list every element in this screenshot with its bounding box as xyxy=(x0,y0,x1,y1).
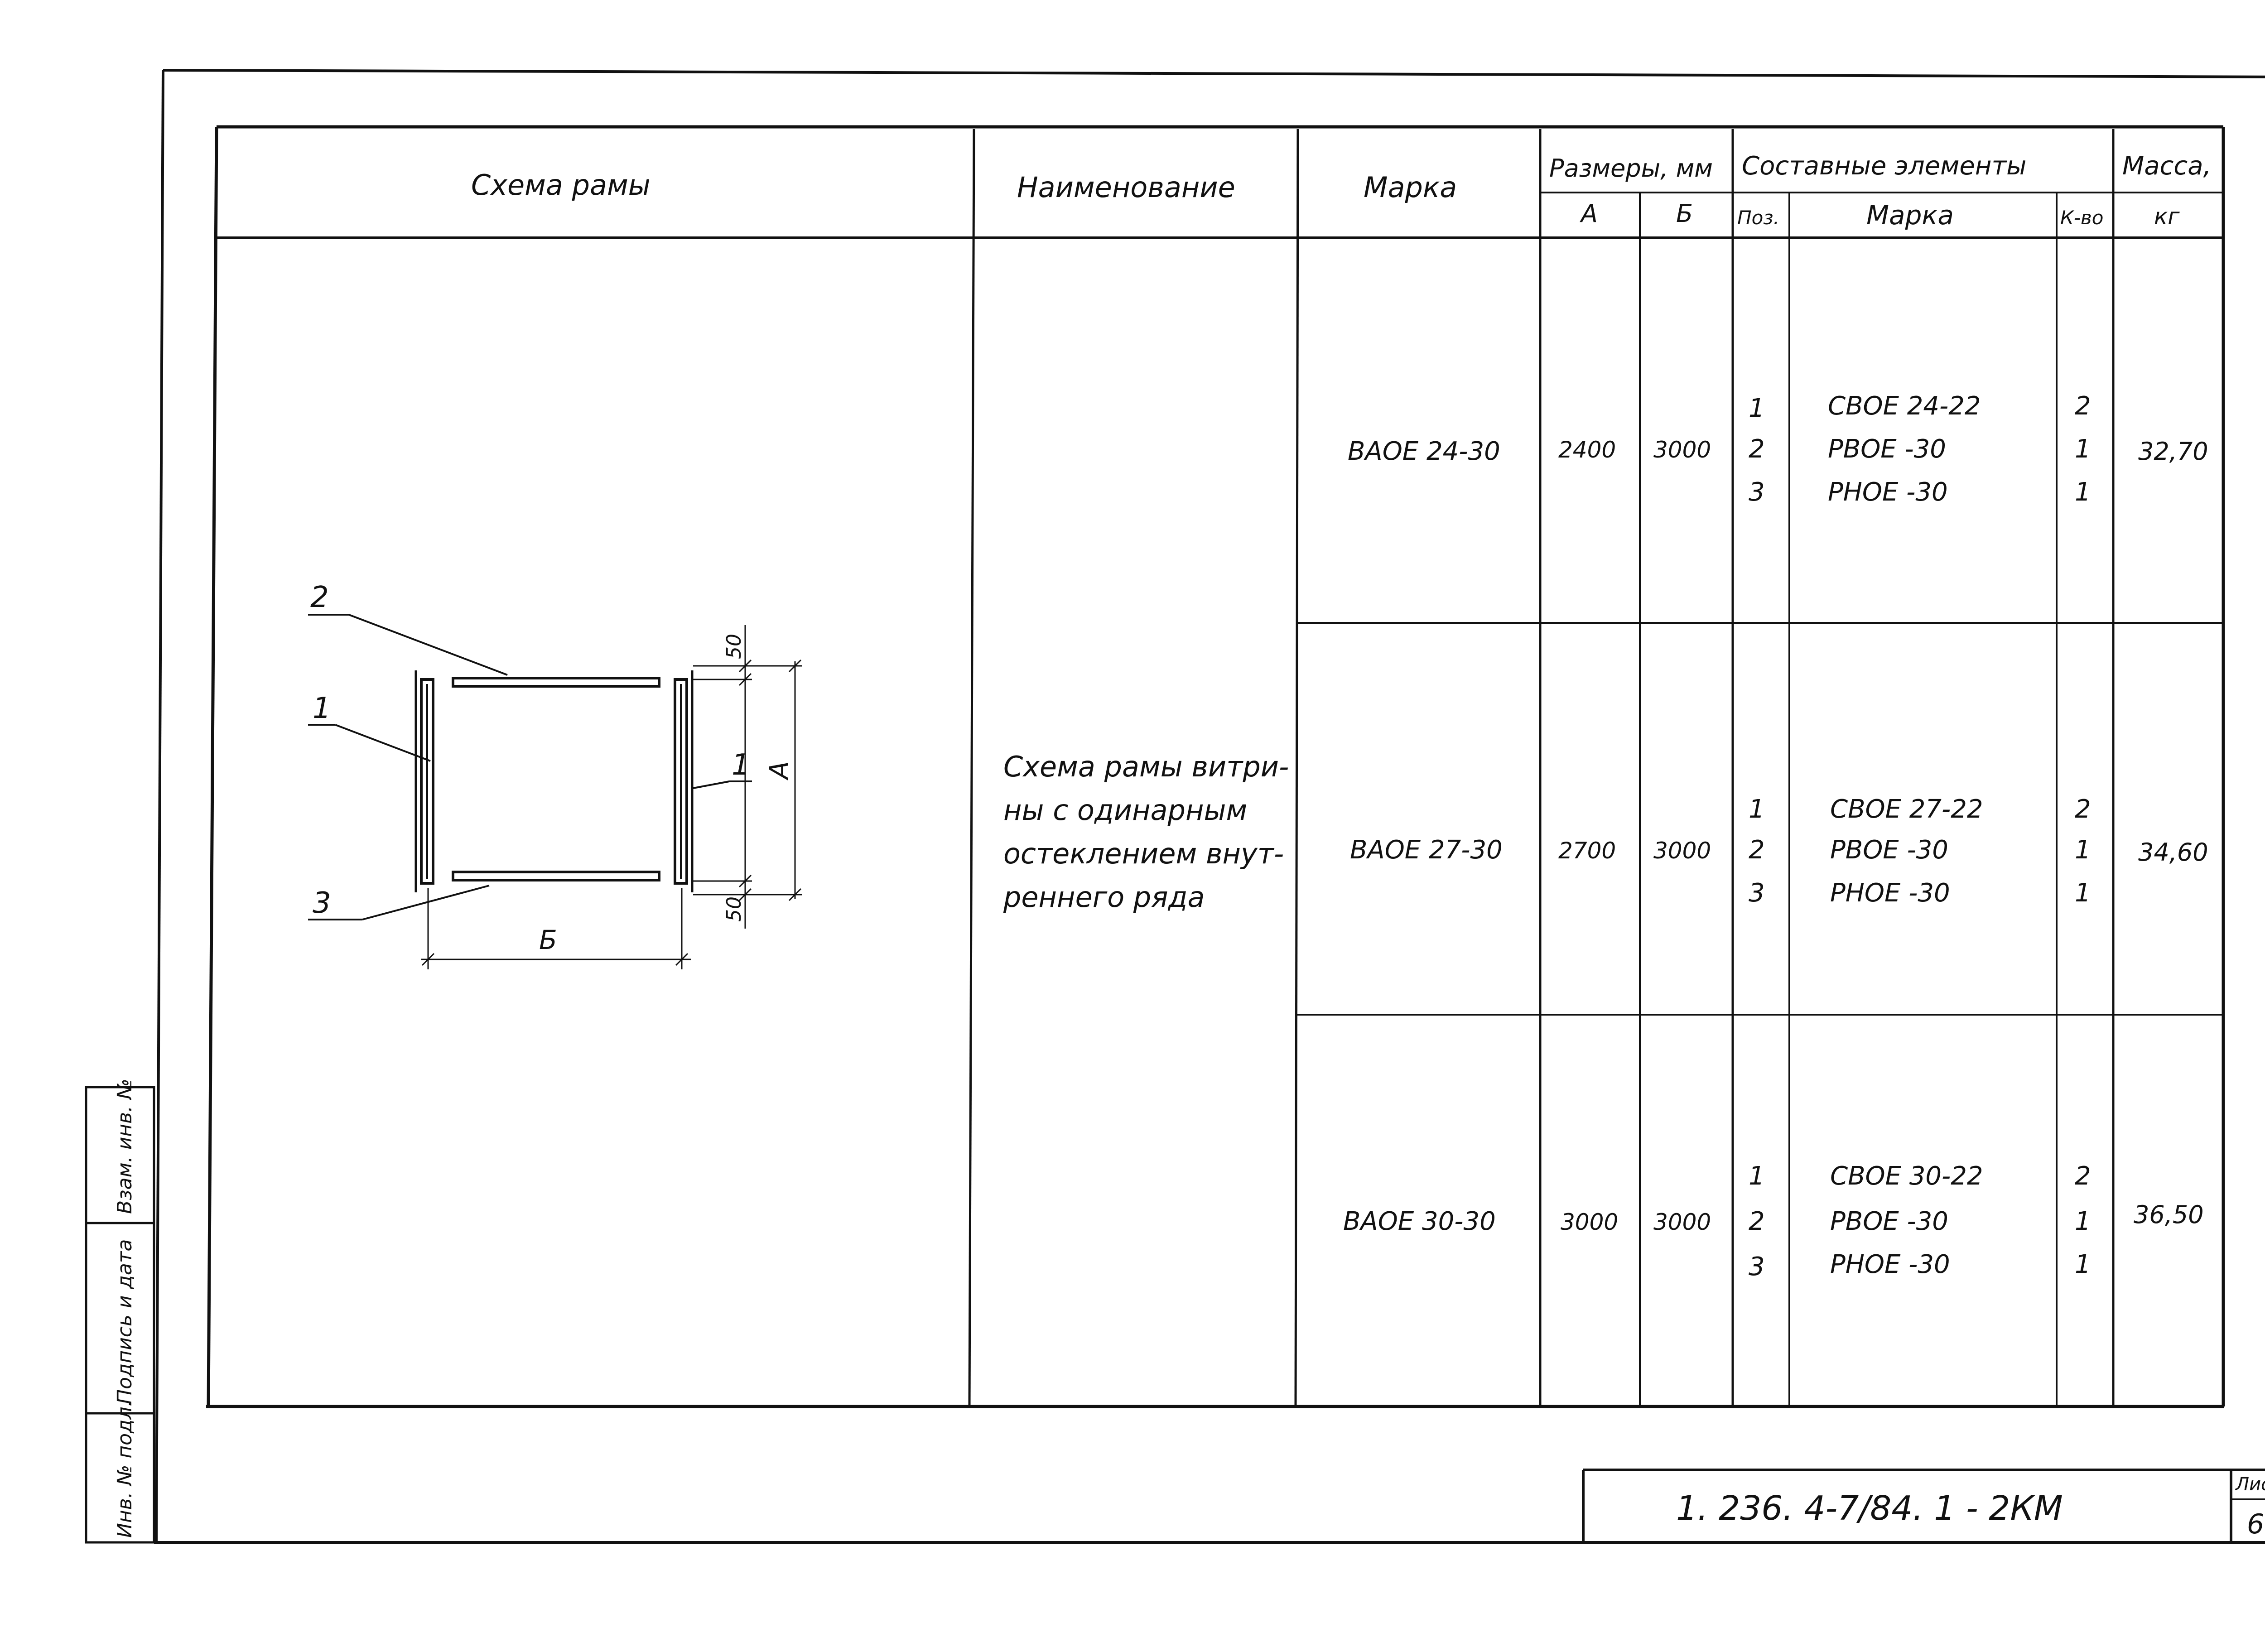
label-right-post: 1 xyxy=(732,748,750,782)
side-stamp: Взам. инв. № Подпись и дата Инв. № подл. xyxy=(85,1079,155,1544)
dim-a-label: А xyxy=(764,761,795,781)
label-bottom-bar: 3 xyxy=(313,886,331,920)
header-mark: Марка xyxy=(1364,171,1457,204)
frame-scheme-drawing: 2 1 1 3 50 50 А Б xyxy=(308,581,802,969)
header-components: Составные элементы xyxy=(1742,151,2026,181)
item-pos: 1 xyxy=(1749,394,1765,423)
label-top-bar: 2 xyxy=(310,581,329,614)
table-header: Схема рамы Наименование Марка Размеры, м… xyxy=(471,151,2211,231)
sheet-number: 6 xyxy=(2247,1508,2264,1540)
table-row: ВАОЕ 24-30 2400 3000 1 СВОЕ 24-22 2 2 РВ… xyxy=(1348,391,2208,507)
dim-b-label: Б xyxy=(539,925,557,955)
item-pos: 2 xyxy=(1749,835,1765,865)
item-pos: 2 xyxy=(1749,434,1765,464)
item-mark: СВОЕ 24-22 xyxy=(1828,391,1981,421)
item-mark: РВОЕ -30 xyxy=(1830,835,1948,865)
item-mark: СВОЕ 27-22 xyxy=(1830,795,1983,824)
header-pos: Поз. xyxy=(1737,207,1779,229)
item-mark: СВОЕ 30-22 xyxy=(1830,1161,1983,1191)
row-mark: ВАОЕ 30-30 xyxy=(1343,1207,1496,1236)
item-qty: 1 xyxy=(2075,1207,2091,1236)
row-dim-a: 2700 xyxy=(1558,838,1616,864)
header-name: Наименование xyxy=(1017,171,1235,204)
item-mark: РВОЕ -30 xyxy=(1830,1207,1948,1236)
row-mass: 32,70 xyxy=(2138,437,2208,466)
header-dim-b: Б xyxy=(1676,199,1693,228)
item-qty: 1 xyxy=(2075,434,2091,464)
header-component-mark: Марка xyxy=(1866,200,1954,231)
table-row: ВАОЕ 27-30 2700 3000 1 СВОЕ 27-22 2 2 РВ… xyxy=(1350,795,2208,908)
dim-bottom-50: 50 xyxy=(723,896,746,922)
frame-name-line: остеклением внут- xyxy=(1003,837,1284,870)
item-qty: 1 xyxy=(2075,878,2091,908)
item-mark: РНОЕ -30 xyxy=(1830,878,1950,908)
item-pos: 1 xyxy=(1749,1161,1765,1191)
title-block: 1. 236. 4-7/84. 1 - 2КМ Лист 6 xyxy=(1582,1469,2265,1542)
item-qty: 2 xyxy=(2075,391,2091,421)
item-qty: 2 xyxy=(2075,1161,2091,1191)
label-left-post: 1 xyxy=(313,692,331,725)
frame-name: Схема рамы витри- ны с одинарным остекле… xyxy=(1003,745,1293,919)
header-dim-a: А xyxy=(1580,199,1598,228)
row-dim-b: 3000 xyxy=(1653,1209,1711,1235)
item-pos: 1 xyxy=(1749,795,1765,824)
stamp-replace-inv: Взам. инв. № xyxy=(113,1079,136,1214)
frame-name-line: реннего ряда xyxy=(1003,881,1205,914)
stamp-signature-date: Подпись и дата xyxy=(113,1239,136,1404)
header-mass-unit: кг xyxy=(2154,203,2180,230)
row-mark: ВАОЕ 27-30 xyxy=(1350,835,1503,865)
item-qty: 1 xyxy=(2075,835,2091,865)
document-code: 1. 236. 4-7/84. 1 - 2КМ xyxy=(1676,1489,2063,1528)
dim-top-50: 50 xyxy=(723,634,746,659)
right-post xyxy=(674,678,688,885)
spec-table-grid xyxy=(206,125,2225,1408)
item-pos: 3 xyxy=(1749,878,1765,908)
row-mark: ВАОЕ 24-30 xyxy=(1348,437,1500,466)
row-dim-a: 3000 xyxy=(1561,1209,1618,1235)
frame-name-line: ны с одинарным xyxy=(1003,794,1248,827)
item-mark: РНОЕ -30 xyxy=(1830,1250,1950,1279)
row-dim-a: 2400 xyxy=(1558,437,1616,463)
frame-name-line: Схема рамы витри- xyxy=(1003,750,1289,783)
top-bar xyxy=(452,677,660,688)
item-pos: 3 xyxy=(1749,1252,1765,1281)
row-mass: 36,50 xyxy=(2134,1200,2204,1229)
table-row: ВАОЕ 30-30 3000 3000 1 СВОЕ 30-22 2 2 РВ… xyxy=(1343,1161,2204,1281)
stamp-original-inv: Инв. № подл. xyxy=(113,1400,136,1538)
row-dim-b: 3000 xyxy=(1653,838,1711,864)
item-pos: 3 xyxy=(1749,477,1765,507)
item-mark: РВОЕ -30 xyxy=(1828,434,1946,464)
left-post xyxy=(420,678,434,885)
row-dim-b: 3000 xyxy=(1653,437,1711,463)
item-mark: РНОЕ -30 xyxy=(1828,477,1948,507)
header-qty: К-во xyxy=(2060,207,2103,229)
header-scheme: Схема рамы xyxy=(471,169,651,202)
row-mass: 34,60 xyxy=(2138,838,2208,867)
item-qty: 1 xyxy=(2075,1250,2091,1279)
sheet-label: Лист xyxy=(2235,1474,2265,1495)
item-pos: 2 xyxy=(1749,1207,1765,1236)
item-qty: 1 xyxy=(2075,477,2091,507)
bottom-bar xyxy=(452,871,660,881)
header-mass: Масса, xyxy=(2122,151,2211,181)
item-qty: 2 xyxy=(2075,795,2091,824)
header-dimensions: Размеры, мм xyxy=(1549,154,1713,183)
sheet-frame xyxy=(154,69,2265,1544)
